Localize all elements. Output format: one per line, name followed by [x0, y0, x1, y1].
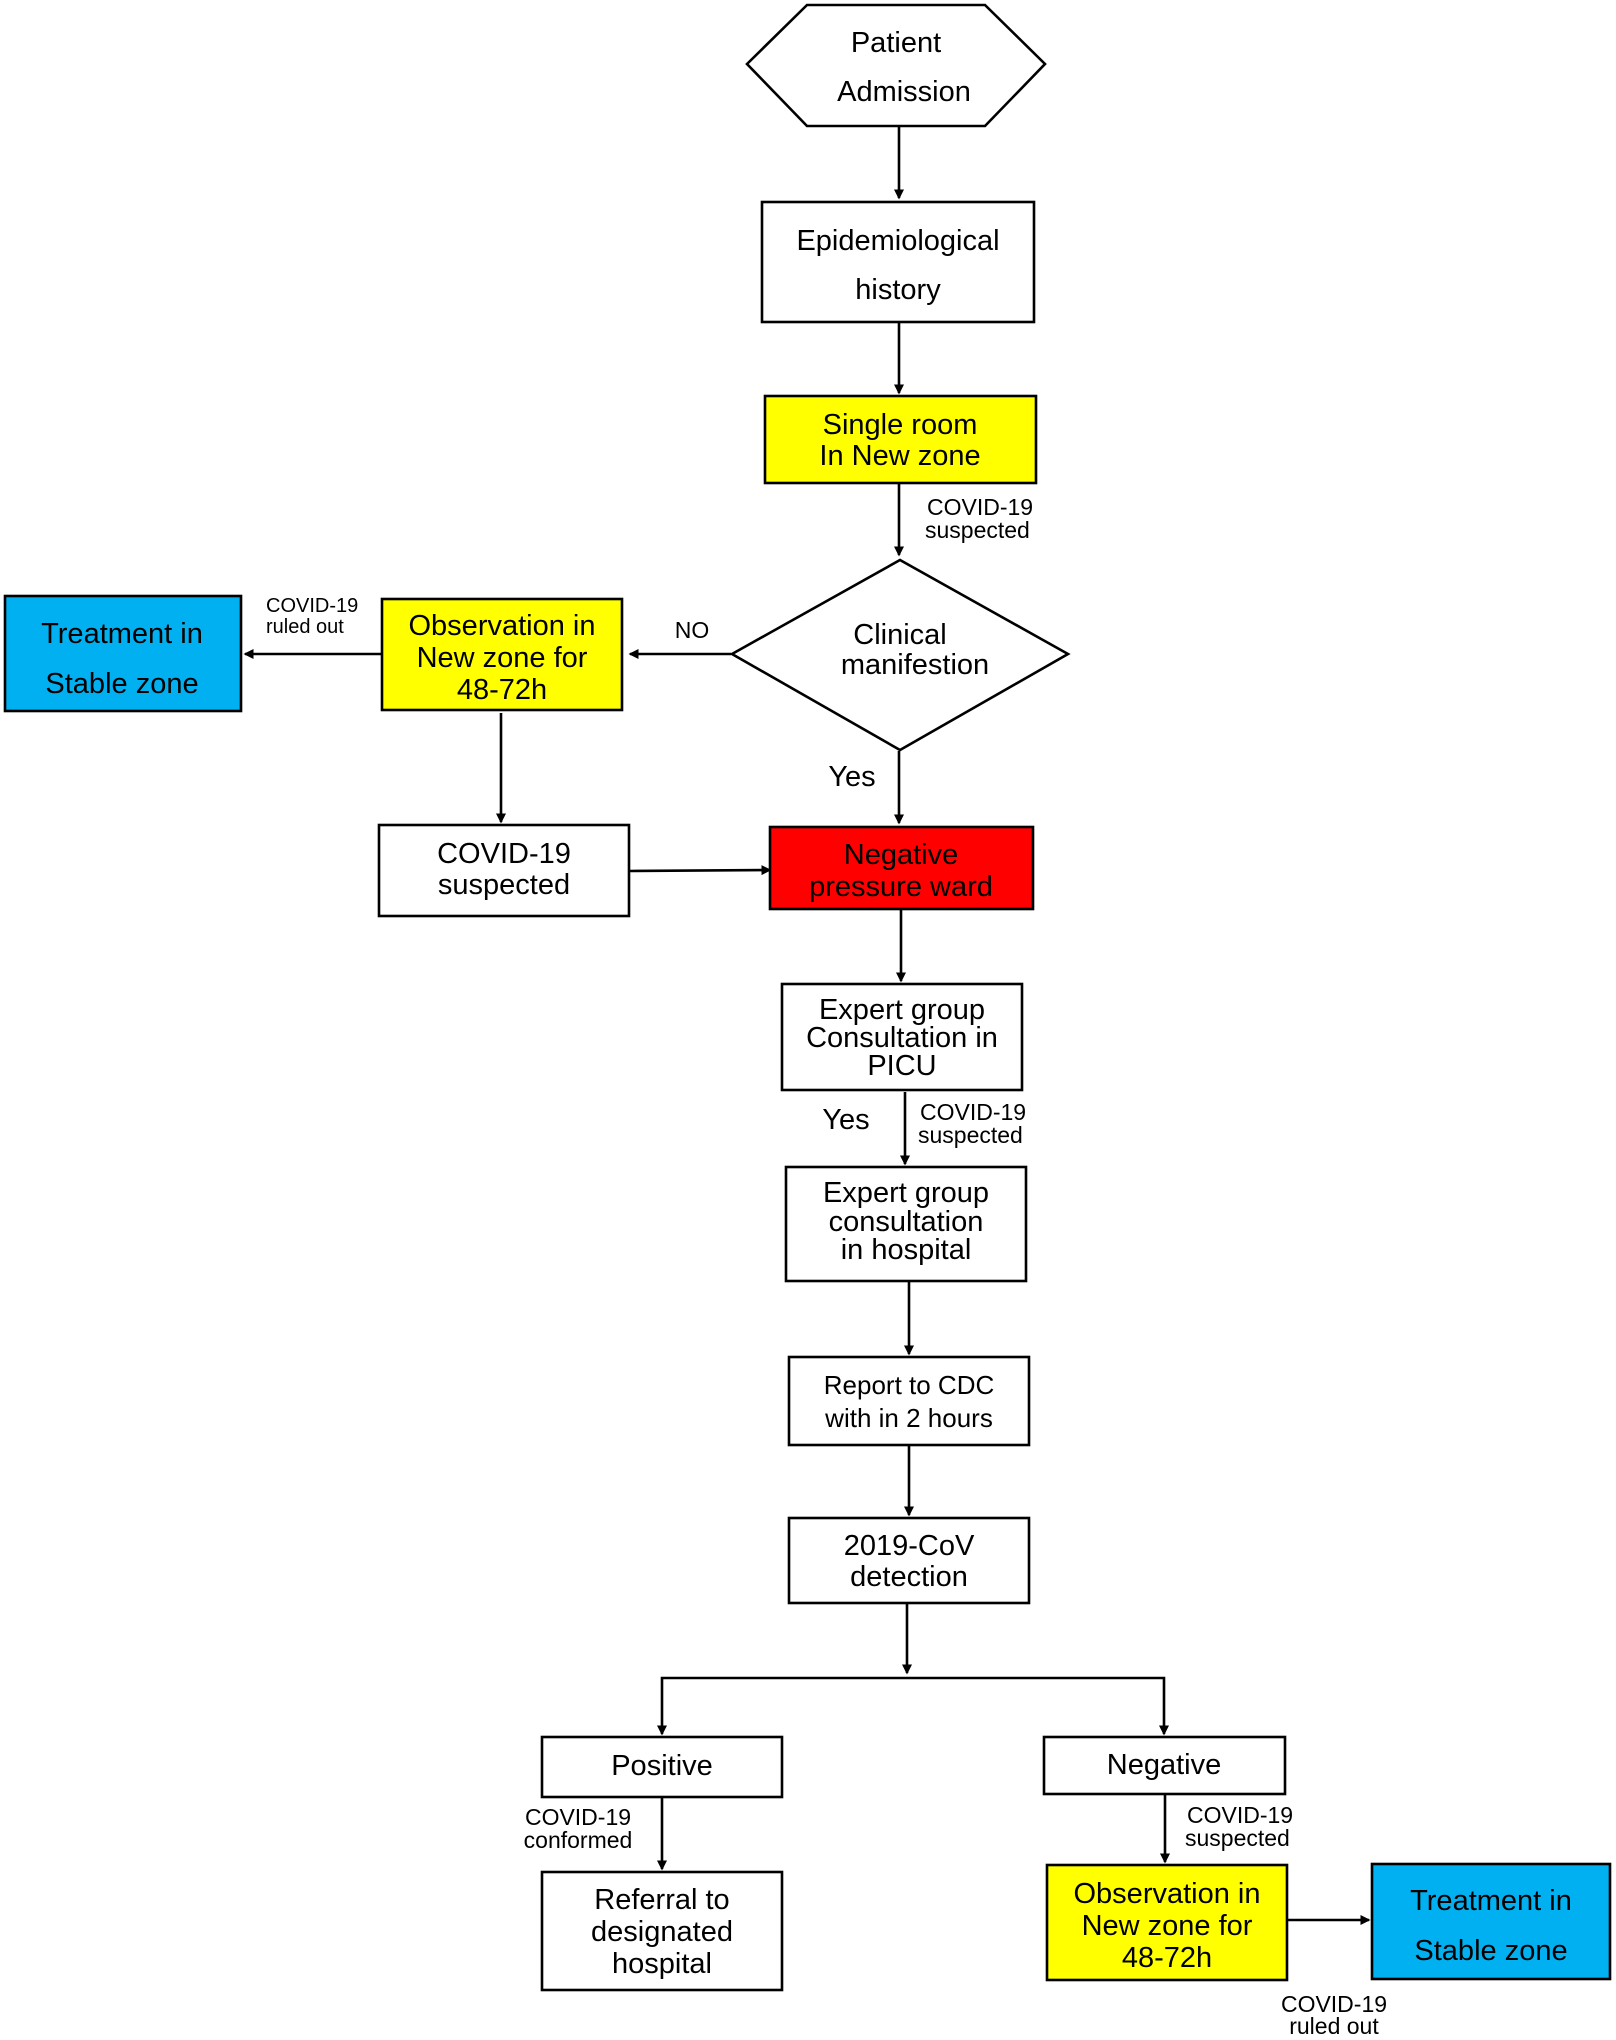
node-observation-top: Observation in New zone for 48-72h [380, 597, 624, 712]
node-label: Expert group [819, 994, 985, 1026]
node-label: Report to CDC [824, 1370, 995, 1400]
label-covid-conformed: COVID-19 conformed [524, 1804, 633, 1853]
node-negative: Negative [1042, 1735, 1287, 1796]
node-label: In New zone [819, 440, 980, 472]
node-covid-suspected: COVID-19 suspected [377, 823, 631, 918]
node-label: Negative [844, 839, 958, 871]
node-treatment-top: Treatment in Stable zone [3, 594, 243, 713]
label-yes-2: Yes [822, 1104, 869, 1136]
node-label: hospital [612, 1948, 712, 1980]
svg-text:COVID-19: COVID-19 [920, 1099, 1026, 1125]
label-covid-ruled-out-top: COVID-19 ruled out [266, 595, 358, 638]
label-covid-ruled-out-bottom: COVID-19 ruled out [1281, 1991, 1387, 2039]
node-label: Patient [851, 27, 941, 59]
node-report-cdc: Report to CDC with in 2 hours [787, 1355, 1031, 1447]
node-epidemiological-history: Epidemiological history [760, 200, 1036, 324]
node-clinical-manifestation: Clinical manifestion [729, 558, 1071, 752]
node-label: New zone for [417, 642, 588, 674]
node-label: 2019-CoV [844, 1530, 975, 1562]
svg-text:COVID-19: COVID-19 [266, 595, 358, 617]
node-referral: Referral to designated hospital [540, 1870, 784, 1992]
node-label: Epidemiological [796, 225, 999, 257]
label-no: NO [675, 617, 710, 643]
node-label: with in 2 hours [824, 1403, 993, 1433]
svg-text:suspected: suspected [918, 1122, 1023, 1148]
node-label: Single room [823, 409, 978, 441]
svg-text:COVID-19: COVID-19 [1187, 1802, 1293, 1828]
svg-text:COVID-19: COVID-19 [1281, 1991, 1387, 2017]
node-label: 48-72h [1122, 1942, 1212, 1974]
node-label: consultation [829, 1206, 984, 1238]
node-label: designated [591, 1916, 733, 1948]
node-label: Admission [837, 76, 971, 108]
node-observation-bottom: Observation in New zone for 48-72h [1045, 1863, 1289, 1982]
node-single-room: Single room In New zone [763, 394, 1038, 485]
node-patient-admission: Patient Admission [745, 3, 1047, 128]
node-label: suspected [438, 869, 570, 901]
node-expert-picu: Expert group Consultation in PICU [780, 982, 1024, 1092]
node-label: pressure ward [809, 871, 993, 903]
node-label: New zone for [1082, 1910, 1253, 1942]
node-treatment-bottom: Treatment in Stable zone [1370, 1862, 1612, 1981]
node-label: in hospital [841, 1234, 972, 1266]
node-label: Treatment in [41, 618, 203, 650]
node-expert-hospital: Expert group consultation in hospital [784, 1165, 1028, 1283]
node-label: Expert group [823, 1177, 989, 1209]
node-label: history [855, 274, 941, 306]
svg-text:suspected: suspected [925, 517, 1030, 543]
node-label: Clinical [853, 619, 946, 651]
label-yes-1: Yes [828, 761, 875, 793]
svg-text:suspected: suspected [1185, 1825, 1290, 1851]
node-label: PICU [867, 1050, 936, 1082]
node-label: Treatment in [1410, 1885, 1572, 1917]
node-label: Referral to [594, 1884, 729, 1916]
node-label: Observation in [1074, 1878, 1261, 1910]
node-detection: 2019-CoV detection [787, 1516, 1031, 1605]
node-label: Negative [1107, 1749, 1221, 1781]
node-label: Stable zone [1414, 1935, 1567, 1967]
svg-text:ruled out: ruled out [266, 616, 344, 638]
node-label: 48-72h [457, 674, 547, 706]
svg-text:COVID-19: COVID-19 [525, 1804, 631, 1830]
node-positive: Positive [540, 1735, 784, 1799]
svg-text:conformed: conformed [524, 1827, 633, 1853]
edge-suspected-to-negative-pressure [629, 865, 772, 876]
label-covid-suspected-2: COVID-19 suspected [918, 1099, 1026, 1148]
edge-labels: COVID-19 suspected COVID-19 ruled out NO… [266, 494, 1387, 2039]
node-label: manifestion [841, 649, 989, 681]
svg-text:COVID-19: COVID-19 [927, 494, 1033, 520]
node-label: Consultation in [806, 1022, 998, 1054]
svg-text:ruled out: ruled out [1289, 2013, 1379, 2039]
node-label: Stable zone [45, 668, 198, 700]
node-label: COVID-19 [437, 838, 571, 870]
label-covid-suspected-1: COVID-19 suspected [925, 494, 1033, 543]
edge-split-to-negative [907, 1676, 1169, 1736]
node-label: Positive [611, 1750, 713, 1782]
label-covid-suspected-3: COVID-19 suspected [1185, 1802, 1293, 1851]
edges [243, 127, 1371, 1925]
node-label: detection [850, 1561, 968, 1593]
node-label: Observation in [409, 610, 596, 642]
edge-split-to-positive [657, 1676, 907, 1736]
node-negative-pressure-ward: Negative pressure ward [768, 825, 1035, 911]
